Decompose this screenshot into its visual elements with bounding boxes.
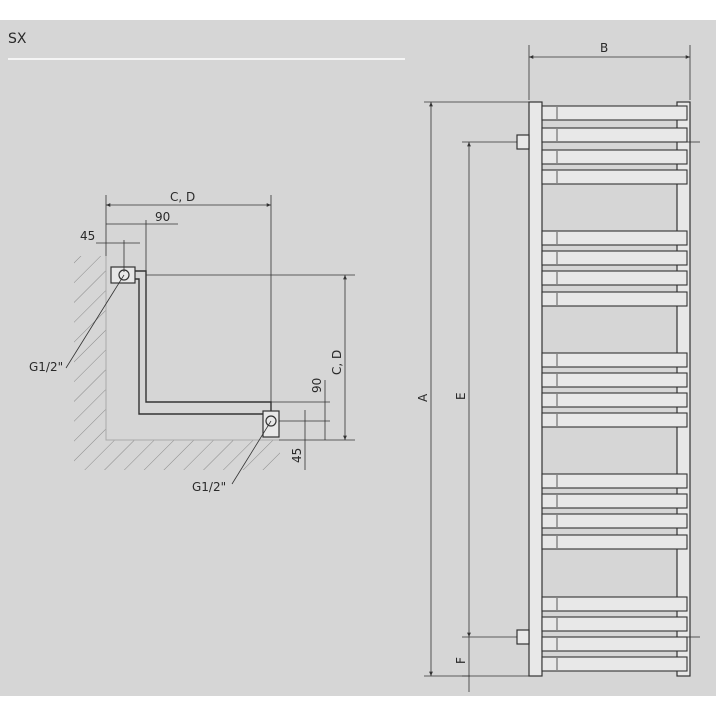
top-connection	[516, 134, 530, 150]
radiator-rail	[541, 270, 688, 286]
radiator-rail	[541, 473, 688, 489]
dim-label-b: B	[600, 41, 608, 55]
dim-label-a: A	[416, 393, 430, 402]
radiator-rail	[541, 656, 688, 672]
rail-group	[541, 105, 688, 672]
radiator-rail	[541, 250, 688, 266]
plan-view: C, D 90 45 C, D 90 45 G1/2" G1/2"	[29, 190, 355, 494]
radiator-rail	[541, 534, 688, 550]
right-collector	[676, 101, 691, 677]
radiator-rail	[541, 169, 688, 185]
radiator-rail	[541, 513, 688, 529]
dim-label-f: F	[454, 657, 468, 664]
lower-valve-port	[265, 415, 277, 427]
dim-label-90-top: 90	[155, 210, 170, 224]
radiator-rail	[541, 291, 688, 307]
radiator-rail	[541, 636, 688, 652]
radiator-rail	[541, 392, 688, 408]
dim-label-cd-right: C, D	[330, 350, 344, 375]
radiator-rail	[541, 493, 688, 509]
wall-hatch	[74, 256, 280, 470]
lower-valve	[262, 410, 280, 438]
dim-label-45-right: 45	[290, 448, 304, 463]
wall-edge	[105, 256, 280, 441]
radiator-rail	[541, 352, 688, 368]
radiator-rail	[541, 105, 688, 121]
dim-label-e: E	[454, 392, 468, 400]
front-view: B A E F	[416, 41, 700, 692]
callout-label-lower: G1/2"	[192, 480, 226, 494]
callout-leader-lower	[231, 420, 272, 485]
dim-label-cd-top: C, D	[170, 190, 195, 204]
callout-leader-upper	[65, 274, 125, 369]
radiator-rail	[541, 149, 688, 165]
series-title: SX	[8, 31, 27, 47]
callout-label-upper: G1/2"	[29, 360, 63, 374]
dim-label-90-right: 90	[310, 378, 324, 393]
radiator-rail	[541, 616, 688, 632]
radiator-rail	[541, 372, 688, 388]
left-collector	[528, 101, 543, 677]
radiator-rail	[541, 127, 688, 143]
radiator-rail	[541, 596, 688, 612]
radiator-rail	[541, 412, 688, 428]
bottom-connection	[516, 629, 530, 645]
dim-label-45-top: 45	[80, 229, 95, 243]
radiator-rail	[541, 230, 688, 246]
upper-valve	[110, 266, 136, 284]
